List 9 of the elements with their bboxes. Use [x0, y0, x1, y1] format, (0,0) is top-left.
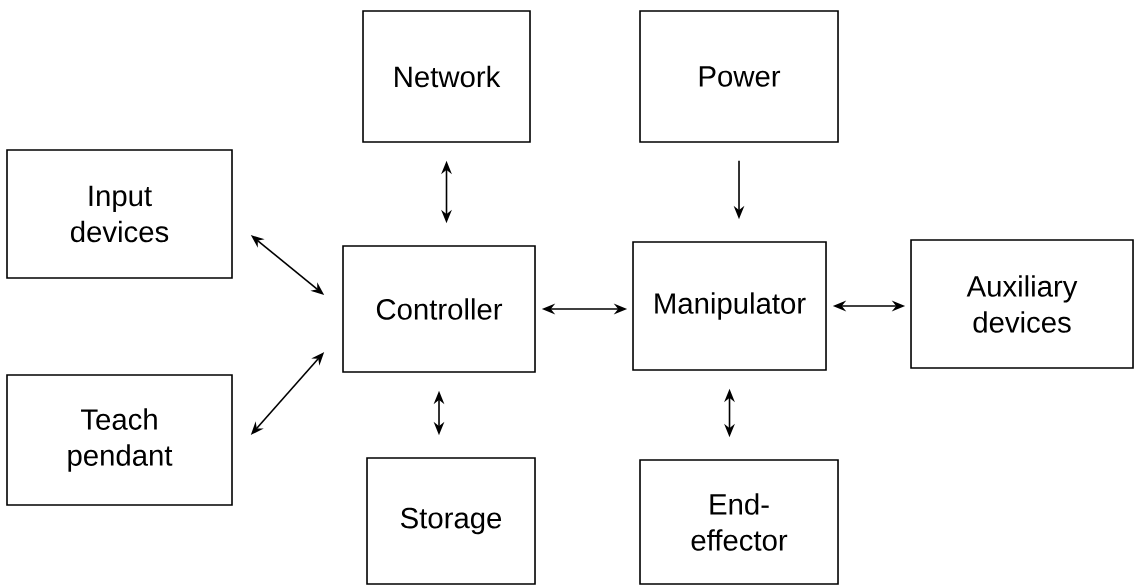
process-box: Network [362, 10, 531, 143]
process-box: Storage [366, 457, 536, 585]
process-box: Teach pendant [6, 374, 233, 506]
process-box: Controller [342, 245, 536, 373]
process-box: Power [639, 10, 839, 143]
process-box: Auxiliary devices [910, 239, 1134, 369]
process-box: Input devices [6, 149, 233, 279]
process-box: Manipulator [632, 241, 827, 371]
process-box: End-effector [639, 459, 839, 585]
